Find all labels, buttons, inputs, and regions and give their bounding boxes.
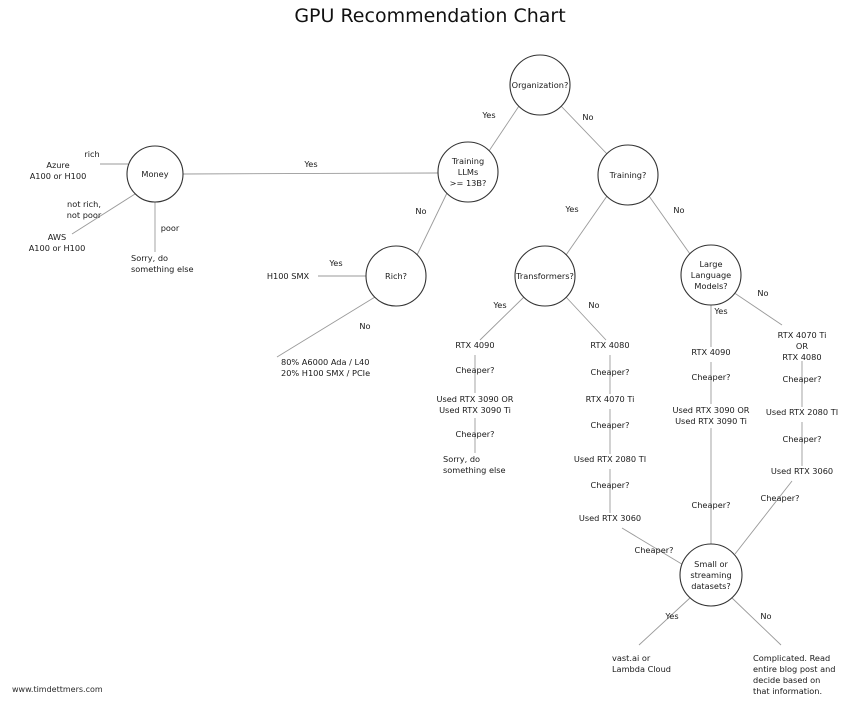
node-circle-llm[interactable] xyxy=(680,244,742,306)
edge-label-rtx4070ti_or_4080-to-used2080ti_nollm: Cheaper? xyxy=(783,374,822,384)
leaf-used2080ti_nollm: Used RTX 2080 TI xyxy=(766,407,838,417)
edge-label-training_llm-to-rich: No xyxy=(415,206,426,216)
edge-label-rich-to-h100_smx: Yes xyxy=(328,258,342,268)
node-circle-money[interactable] xyxy=(126,145,184,203)
edge-label-used2080ti_ntf-to-used3060_ntf: Cheaper? xyxy=(591,480,630,490)
edge-transformers-to-rtx4090_tf xyxy=(479,296,525,341)
edge-money-to-aws xyxy=(71,193,136,235)
edge-training_llm-to-rich xyxy=(416,192,448,256)
edge-label-used3090_llm-to-small_stream: Cheaper? xyxy=(692,500,731,510)
node-circle-organization[interactable] xyxy=(509,54,571,116)
edge-label-used3090_tf-to-sorry_tf: Cheaper? xyxy=(456,429,495,439)
node-training[interactable]: Training? xyxy=(597,144,659,206)
edge-label-rtx4080_ntf-to-rtx4070ti_ntf: Cheaper? xyxy=(591,367,630,377)
node-rich[interactable]: Rich? xyxy=(365,245,427,307)
node-circle-training[interactable] xyxy=(597,144,659,206)
leaf-rtx4090_llm: RTX 4090 xyxy=(691,347,730,357)
edge-training-to-transformers xyxy=(565,195,608,256)
node-transformers[interactable]: Transformers? xyxy=(514,245,576,307)
node-label-transformers: Transformers? xyxy=(515,271,574,281)
edge-label-llm-to-rtx4090_llm: Yes xyxy=(713,306,727,316)
node-organization[interactable]: Organization? xyxy=(509,54,571,116)
edge-label-organization-to-training_llm: Yes xyxy=(481,110,495,120)
node-money[interactable]: Money xyxy=(126,145,184,203)
site-watermark: www.timdettmers.com xyxy=(12,685,103,694)
leaf-used3060_ntf: Used RTX 3060 xyxy=(579,513,641,523)
edge-label-rich-to-a6000_mix: No xyxy=(359,321,370,331)
leaf-h100_smx: H100 SMX xyxy=(267,271,310,281)
edge-label-rtx4070ti_ntf-to-used2080ti_ntf: Cheaper? xyxy=(591,420,630,430)
leaf-rtx4070ti_ntf: RTX 4070 Ti xyxy=(586,394,635,404)
node-label-money: Money xyxy=(141,169,168,179)
edge-label-transformers-to-rtx4090_tf: Yes xyxy=(492,300,506,310)
edge-label-small_stream-to-vastai: Yes xyxy=(664,611,678,621)
edge-label-used3060_nollm-to-small_stream: Cheaper? xyxy=(761,493,800,503)
node-label-rich: Rich? xyxy=(385,271,407,281)
edge-small_stream-to-vastai xyxy=(638,596,692,646)
edge-label-money-to-sorry_money: poor xyxy=(161,223,180,233)
edge-organization-to-training_llm xyxy=(488,105,520,152)
leaf-used2080ti_ntf: Used RTX 2080 TI xyxy=(574,454,646,464)
page-title: GPU Recommendation Chart xyxy=(294,5,565,27)
edge-label-used3060_ntf-to-small_stream: Cheaper? xyxy=(635,545,674,555)
edge-label-rtx4090_tf-to-used3090_tf: Cheaper? xyxy=(456,365,495,375)
edge-label-money-to-training_llm: Yes xyxy=(303,159,317,169)
node-label-training: Training? xyxy=(609,170,647,180)
edge-label-used2080ti_nollm-to-used3060_nollm: Cheaper? xyxy=(783,434,822,444)
node-label-organization: Organization? xyxy=(512,80,569,90)
edge-label-transformers-to-rtx4080_ntf: No xyxy=(588,300,599,310)
edge-label-small_stream-to-complicated: No xyxy=(760,611,771,621)
node-circle-transformers[interactable] xyxy=(514,245,576,307)
edge-label-training-to-transformers: Yes xyxy=(564,204,578,214)
node-circle-small_stream[interactable] xyxy=(679,543,743,607)
edge-label-money-to-aws: not rich,not poor xyxy=(67,199,102,220)
edge-label-organization-to-training: No xyxy=(582,112,593,122)
edge-money-to-training_llm xyxy=(182,172,439,175)
leaf-used3060_nollm: Used RTX 3060 xyxy=(771,466,833,476)
edge-rich-to-a6000_mix xyxy=(276,296,376,358)
edge-organization-to-training xyxy=(560,105,609,156)
node-circle-training_llm[interactable] xyxy=(437,141,499,203)
edges-layer xyxy=(71,105,803,646)
edge-label-rtx4090_llm-to-used3090_llm: Cheaper? xyxy=(692,372,731,382)
leaf-rtx4090_tf: RTX 4090 xyxy=(455,340,494,350)
edge-llm-to-rtx4070ti_or_4080 xyxy=(732,291,783,326)
edge-small_stream-to-complicated xyxy=(730,596,782,646)
leaf-rtx4080_ntf: RTX 4080 xyxy=(590,340,629,350)
node-circle-rich[interactable] xyxy=(365,245,427,307)
edge-used3060_nollm-to-small_stream xyxy=(734,480,793,555)
edge-label-llm-to-rtx4070ti_or_4080: No xyxy=(757,288,768,298)
edge-label-training-to-llm: No xyxy=(673,205,684,215)
edge-training-to-llm xyxy=(648,195,691,255)
edge-transformers-to-rtx4080_ntf xyxy=(565,296,607,341)
edge-used3060_ntf-to-small_stream xyxy=(621,527,686,567)
edge-label-money-to-azure: rich xyxy=(84,149,99,159)
